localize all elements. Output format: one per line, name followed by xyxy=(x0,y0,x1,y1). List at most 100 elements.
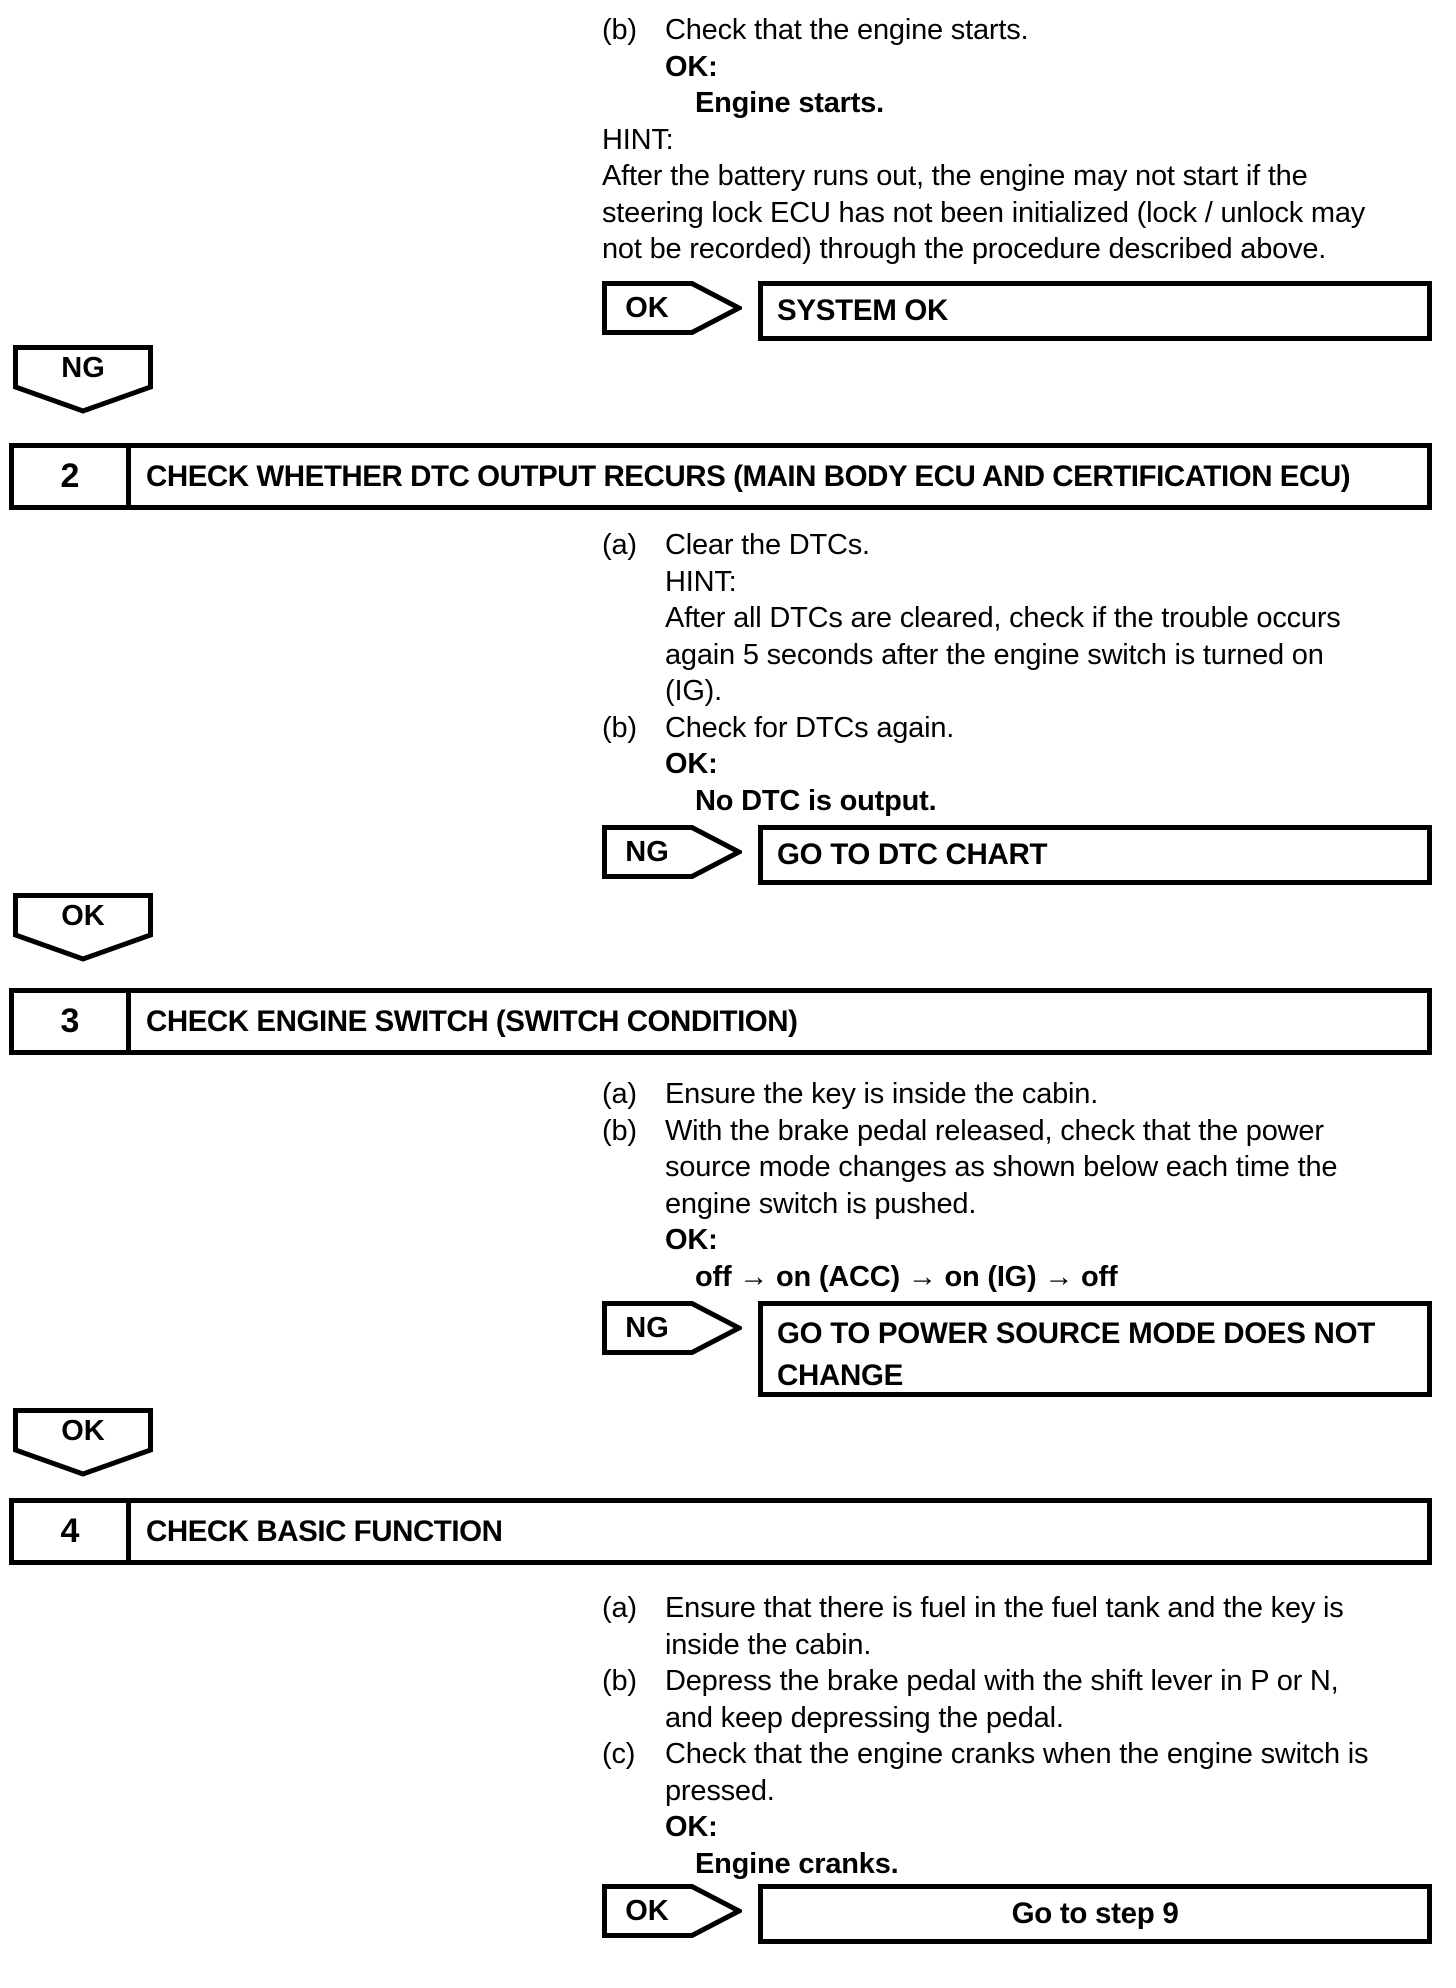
down-pentagon-icon xyxy=(13,893,153,962)
down-pentagon-icon xyxy=(13,1408,153,1477)
line-text: OK: xyxy=(665,50,718,83)
down-pentagon-icon xyxy=(13,345,153,414)
text-line: again 5 seconds after the engine switch … xyxy=(602,637,1341,674)
text-line: (c) Check that the engine cranks when the… xyxy=(602,1736,1369,1773)
ng-arrow-shape: NG xyxy=(602,1301,742,1355)
line-text: off → on (ACC) → on (IG) → off xyxy=(695,1260,1118,1293)
step2-text-block: (a) Clear the DTCs. HINT: After all DTCs ar… xyxy=(602,527,1341,819)
line-text: OK: xyxy=(665,1224,718,1256)
text-line: No DTC is output. xyxy=(602,783,1341,820)
line-text: steering lock ECU has not been initializ… xyxy=(602,196,1366,229)
arrow-label: OK xyxy=(625,291,669,324)
text-line: (a) Ensure the key is inside the cabin. xyxy=(602,1076,1337,1113)
text-line: engine switch is pushed. xyxy=(602,1186,1337,1223)
line-text: (IG). xyxy=(665,675,722,707)
text-line: (a) Ensure that there is fuel in the fuel… xyxy=(602,1590,1368,1627)
result-box-dtc-chart: GO TO DTC CHART xyxy=(758,825,1432,885)
text-line: OK: xyxy=(602,49,1365,86)
ng-arrow-shape: NG xyxy=(602,825,742,879)
line-text: Engine starts. xyxy=(695,87,884,119)
list-marker: (a) xyxy=(602,1078,637,1110)
connector-label: NG xyxy=(61,351,105,384)
step3-header: 3 CHECK ENGINE SWITCH (SWITCH CONDITION) xyxy=(9,988,1432,1055)
list-marker: (b) xyxy=(602,711,637,744)
ok-arrow-shape: OK xyxy=(602,281,742,335)
line-text: OK: xyxy=(665,1811,718,1843)
connector-ok-1: OK xyxy=(13,893,153,963)
line-text: and keep depressing the pedal. xyxy=(665,1701,1064,1734)
step-title: CHECK WHETHER DTC OUTPUT RECURS (MAIN BO… xyxy=(146,459,1351,493)
line-text: Ensure the key is inside the cabin. xyxy=(665,1078,1099,1110)
right-arrow-icon xyxy=(602,825,742,879)
line-text: Clear the DTCs. xyxy=(665,529,870,561)
result-row-system-ok: OK SYSTEM OK xyxy=(602,281,1432,341)
text-line: After the battery runs out, the engine m… xyxy=(602,158,1365,195)
text-line: OK: xyxy=(602,1222,1337,1259)
text-line: source mode changes as shown below each … xyxy=(602,1149,1337,1186)
text-line: (b) Check that the engine starts. xyxy=(602,12,1365,49)
right-arrow-icon xyxy=(602,281,742,335)
step-number: 3 xyxy=(14,993,131,1050)
line-text: Check for DTCs again. xyxy=(665,711,955,744)
text-line: steering lock ECU has not been initializ… xyxy=(602,195,1365,232)
intro-text-block: (b) Check that the engine starts. OK: Engin… xyxy=(602,12,1365,268)
text-line: (b) Depress the brake pedal with the shif… xyxy=(602,1663,1368,1700)
step4-header: 4 CHECK BASIC FUNCTION xyxy=(9,1498,1432,1565)
line-text: With the brake pedal released, check tha… xyxy=(665,1114,1324,1147)
step-number: 4 xyxy=(14,1503,131,1560)
line-text: After all DTCs are cleared, check if the… xyxy=(665,602,1341,634)
step4-text-block: (a) Ensure that there is fuel in the fuel… xyxy=(602,1590,1369,1883)
text-line: HINT: xyxy=(602,122,1365,159)
connector-ng: NG xyxy=(13,345,153,415)
result-row-power-mode: NG GO TO POWER SOURCE MODE DOES NOT CHAN… xyxy=(602,1301,1432,1397)
list-marker: (b) xyxy=(602,14,637,46)
list-marker: (a) xyxy=(602,529,637,561)
result-row-dtc-chart: NG GO TO DTC CHART xyxy=(602,825,1432,885)
line-text: OK: xyxy=(665,748,718,780)
step-title: CHECK BASIC FUNCTION xyxy=(146,1514,503,1548)
line-text: Ensure that there is fuel in the fuel ta… xyxy=(665,1592,1344,1624)
text-line: After all DTCs are cleared, check if the… xyxy=(602,600,1341,637)
connector-ok-2: OK xyxy=(13,1408,153,1478)
text-line: pressed. xyxy=(602,1773,1368,1810)
right-arrow-icon xyxy=(602,1884,742,1938)
result-row-step9: OK Go to step 9 xyxy=(602,1884,1432,1944)
arrow-label: NG xyxy=(625,1311,669,1344)
text-line: (b) Check for DTCs again. xyxy=(602,710,1341,747)
list-marker: (c) xyxy=(602,1738,636,1770)
text-line: HINT: xyxy=(602,564,1341,601)
text-line: (a) Clear the DTCs. xyxy=(602,527,1341,564)
line-text: pressed. xyxy=(665,1774,775,1807)
text-line: (b) With the brake pedal released, check … xyxy=(602,1113,1337,1150)
connector-label: OK xyxy=(61,1414,105,1447)
text-line: inside the cabin. xyxy=(602,1627,1368,1664)
arrow-label: NG xyxy=(625,835,669,868)
line-text: Check that the engine cranks when the en… xyxy=(665,1738,1369,1770)
text-line: Engine cranks. xyxy=(602,1846,1368,1883)
line-text: again 5 seconds after the engine switch … xyxy=(665,638,1324,671)
line-text: Depress the brake pedal with the shift l… xyxy=(665,1665,1339,1697)
step-title: CHECK ENGINE SWITCH (SWITCH CONDITION) xyxy=(146,1004,798,1038)
result-box-system-ok: SYSTEM OK xyxy=(758,281,1432,341)
list-marker: (a) xyxy=(602,1592,637,1624)
list-marker: (b) xyxy=(602,1114,637,1147)
line-text: No DTC is output. xyxy=(695,784,937,817)
text-line: and keep depressing the pedal. xyxy=(602,1700,1368,1737)
text-line: off → on (ACC) → on (IG) → off xyxy=(602,1259,1337,1296)
result-box-step9: Go to step 9 xyxy=(758,1884,1432,1944)
line-text: source mode changes as shown below each … xyxy=(665,1151,1338,1183)
text-line: Engine starts. xyxy=(602,85,1365,122)
result-box-power-mode: GO TO POWER SOURCE MODE DOES NOT CHANGE xyxy=(758,1301,1432,1397)
line-text: HINT: xyxy=(602,123,674,156)
line-text: Engine cranks. xyxy=(695,1847,899,1880)
list-marker: (b) xyxy=(602,1665,637,1697)
line-text: not be recorded) through the procedure d… xyxy=(602,233,1327,265)
text-line: OK: xyxy=(602,1809,1368,1846)
step2-header: 2 CHECK WHETHER DTC OUTPUT RECURS (MAIN … xyxy=(9,443,1432,510)
step-number: 2 xyxy=(14,448,131,505)
line-text: HINT: xyxy=(665,565,737,598)
line-text: inside the cabin. xyxy=(665,1628,872,1661)
text-line: (IG). xyxy=(602,673,1341,710)
line-text: Check that the engine starts. xyxy=(665,14,1029,46)
